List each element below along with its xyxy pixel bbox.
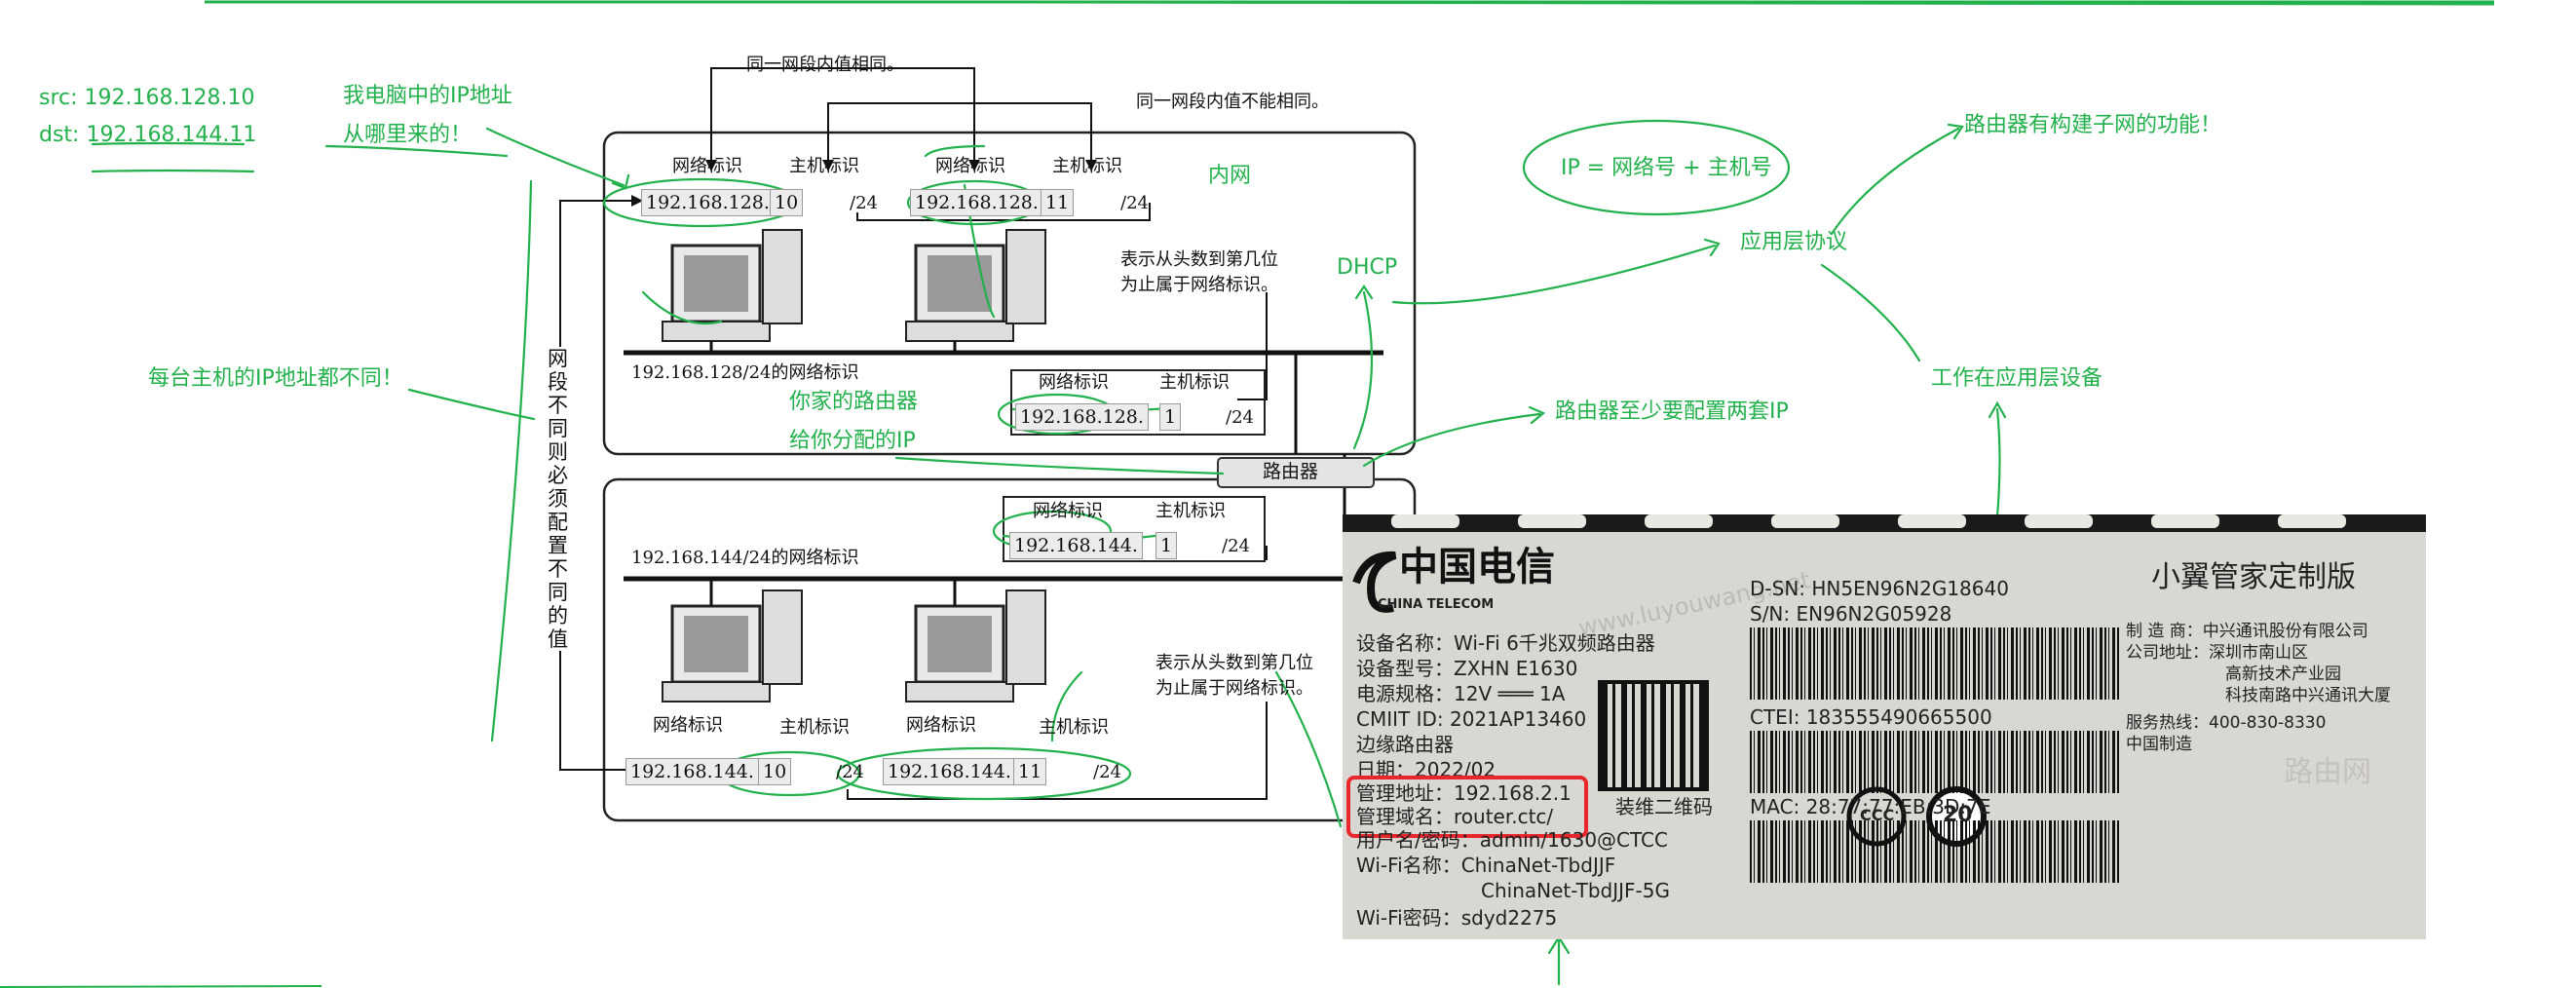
brand-cn: 中国电信 xyxy=(1399,544,1555,589)
sn: S/N: EN96N2G05928 xyxy=(1750,602,1952,626)
qr-code-icon xyxy=(1598,680,1709,791)
net-label-bottom: 192.168.144/24的网络标识 xyxy=(631,548,859,568)
note-ip-question-2: 从哪里来的！ xyxy=(343,123,473,147)
note-dst: dst: 192.168.144.11 xyxy=(39,123,257,147)
router-ip-prefix-top: 192.168.128. xyxy=(1015,403,1149,431)
router-ip-prefix-bottom: 192.168.144. xyxy=(1009,532,1143,559)
count-note-top-2: 为止属于网络标识。 xyxy=(1120,275,1278,295)
qr-label: 装维二维码 xyxy=(1615,795,1713,818)
note-dhcp: DHCP xyxy=(1337,255,1398,280)
label-net-id-top-b: 网络标识 xyxy=(935,156,1005,176)
mask-top-b: /24 xyxy=(1120,193,1149,213)
made-in-china: 中国制造 xyxy=(2126,735,2192,754)
mask-top-a: /24 xyxy=(850,193,878,213)
vertical-note: 网段不同则必须配置不同的值 xyxy=(548,347,569,651)
router-net-id-top: 网络标识 xyxy=(1039,372,1109,393)
label-host-id-bottom-b: 主机标识 xyxy=(1039,717,1109,738)
mac: MAC: 28:77:77:EB:3D:7E xyxy=(1750,795,1991,818)
wifi-password: Wi-Fi密码：sdyd2275 xyxy=(1356,906,1558,930)
custom-edition: 小翼管家定制版 xyxy=(2151,560,2356,594)
note-your-router-2: 给你分配的IP xyxy=(789,429,916,453)
barcode-ctei xyxy=(1750,731,2120,793)
ip-prefix-bottom-a: 192.168.144. xyxy=(625,758,759,785)
count-note-bottom-1: 表示从头数到第几位 xyxy=(1155,653,1313,673)
computer-icon-top-right xyxy=(905,229,1046,342)
power-spec: 电源规格：12V ═══ 1A xyxy=(1356,682,1566,705)
label-host-id-top-b: 主机标识 xyxy=(1052,156,1122,176)
router-ip-host-top: 1 xyxy=(1159,403,1182,431)
router-mask-top: /24 xyxy=(1226,407,1254,428)
cmiit-id: CMIIT ID: 2021AP13460 xyxy=(1356,707,1587,731)
label-not-same-within: 同一网段内值不能相同。 xyxy=(1136,92,1329,112)
china-telecom-logo xyxy=(1352,551,1397,613)
barcode-mac xyxy=(1750,820,2120,883)
mask-bottom-b: /24 xyxy=(1093,762,1121,782)
user-password: 用户名/密码：admin/1630@CTCC xyxy=(1356,828,1668,852)
dsn: D-SN: HN5EN96N2G18640 xyxy=(1750,577,2009,600)
brand-en: CHINA TELECOM xyxy=(1378,597,1495,612)
maker: 制 造 商：中兴通讯股份有限公司 xyxy=(2126,622,2368,641)
count-note-top-1: 表示从头数到第几位 xyxy=(1120,249,1278,270)
label-same-within: 同一网段内值相同。 xyxy=(746,55,904,75)
device-model: 设备型号：ZXHN E1630 xyxy=(1356,657,1578,680)
ip-host-bottom-b: 11 xyxy=(1013,758,1047,785)
ip-host-bottom-a: 10 xyxy=(758,758,792,785)
ctei: CTEI: 183555490665500 xyxy=(1750,705,1992,729)
computer-icon-bottom-right xyxy=(905,589,1046,703)
ccc-text: CCC xyxy=(1860,806,1895,824)
router-net-id-bottom: 网络标识 xyxy=(1033,501,1103,521)
years-text: 20 xyxy=(1943,803,1973,827)
note-router-subnet: 路由器有构建子网的功能！ xyxy=(1964,113,2222,137)
mgmt-highlight-box xyxy=(1346,776,1588,838)
label-net-id-top-a: 网络标识 xyxy=(672,156,742,176)
note-app-protocol: 应用层协议 xyxy=(1740,230,1848,254)
router-label: 路由器 xyxy=(1263,461,1319,482)
note-inner-net: 内网 xyxy=(1208,164,1252,188)
mask-bottom-a: /24 xyxy=(836,762,864,782)
note-your-router-1: 你家的路由器 xyxy=(789,390,919,414)
count-note-bottom-2: 为止属于网络标识。 xyxy=(1155,678,1313,699)
note-ip-question-1: 我电脑中的IP地址 xyxy=(343,84,512,108)
address-3: 科技南路中兴通讯大厦 xyxy=(2225,686,2391,705)
note-src: src: 192.168.128.10 xyxy=(39,86,255,110)
label-net-id-bottom-b: 网络标识 xyxy=(906,715,976,736)
router-mask-bottom: /24 xyxy=(1222,536,1250,556)
label-host-id-bottom-a: 主机标识 xyxy=(779,717,850,738)
label-net-id-bottom-a: 网络标识 xyxy=(653,715,723,736)
ip-prefix-bottom-b: 192.168.144. xyxy=(883,758,1016,785)
wifi-name-2: ChinaNet-TbdJJF-5G xyxy=(1481,879,1670,902)
mgmt-domain: 管理域名：router.ctc/ xyxy=(1356,805,1554,828)
hotline: 服务热线：400-830-8330 xyxy=(2126,713,2327,733)
router-host-id-bottom: 主机标识 xyxy=(1155,501,1226,521)
computer-icon-top-left xyxy=(662,229,803,342)
router-host-id-top: 主机标识 xyxy=(1159,372,1230,393)
computer-icon-bottom-left xyxy=(662,589,803,703)
ip-prefix-top-b: 192.168.128. xyxy=(910,189,1043,216)
barcode-sn xyxy=(1750,627,2120,700)
label-host-id-top-a: 主机标识 xyxy=(789,156,859,176)
wifi-name-1: Wi-Fi名称：ChinaNet-TbdJJF xyxy=(1356,854,1616,877)
segment-box-top xyxy=(602,131,1417,456)
router-ip-host-bottom: 1 xyxy=(1155,532,1178,559)
router-label-sticker: 中国电信 CHINA TELECOM www.luyouwang.net 设备名… xyxy=(1343,514,2426,939)
router-watermark: 路由网 xyxy=(2284,755,2371,789)
address-1: 公司地址：深圳市南山区 xyxy=(2126,643,2308,663)
ip-host-top-a: 10 xyxy=(770,189,804,216)
edge-router: 边缘路由器 xyxy=(1356,733,1454,756)
note-ip-formula: IP = 网络号 + 主机号 xyxy=(1561,156,1772,180)
note-app-device: 工作在应用层设备 xyxy=(1931,366,2103,391)
ip-host-top-b: 11 xyxy=(1041,189,1075,216)
ip-prefix-top-a: 192.168.128. xyxy=(641,189,775,216)
note-every-host: 每台主机的IP地址都不同！ xyxy=(148,366,403,391)
device-name: 设备名称：Wi-Fi 6千兆双频路由器 xyxy=(1356,631,1655,655)
mgmt-address: 管理地址：192.168.2.1 xyxy=(1356,781,1572,805)
note-router-two-ip: 路由器至少要配置两套IP xyxy=(1555,399,1789,424)
date: 日期：2022/02 xyxy=(1356,758,1496,781)
net-label-top: 192.168.128/24的网络标识 xyxy=(631,362,859,383)
address-2: 高新技术产业园 xyxy=(2225,665,2341,684)
